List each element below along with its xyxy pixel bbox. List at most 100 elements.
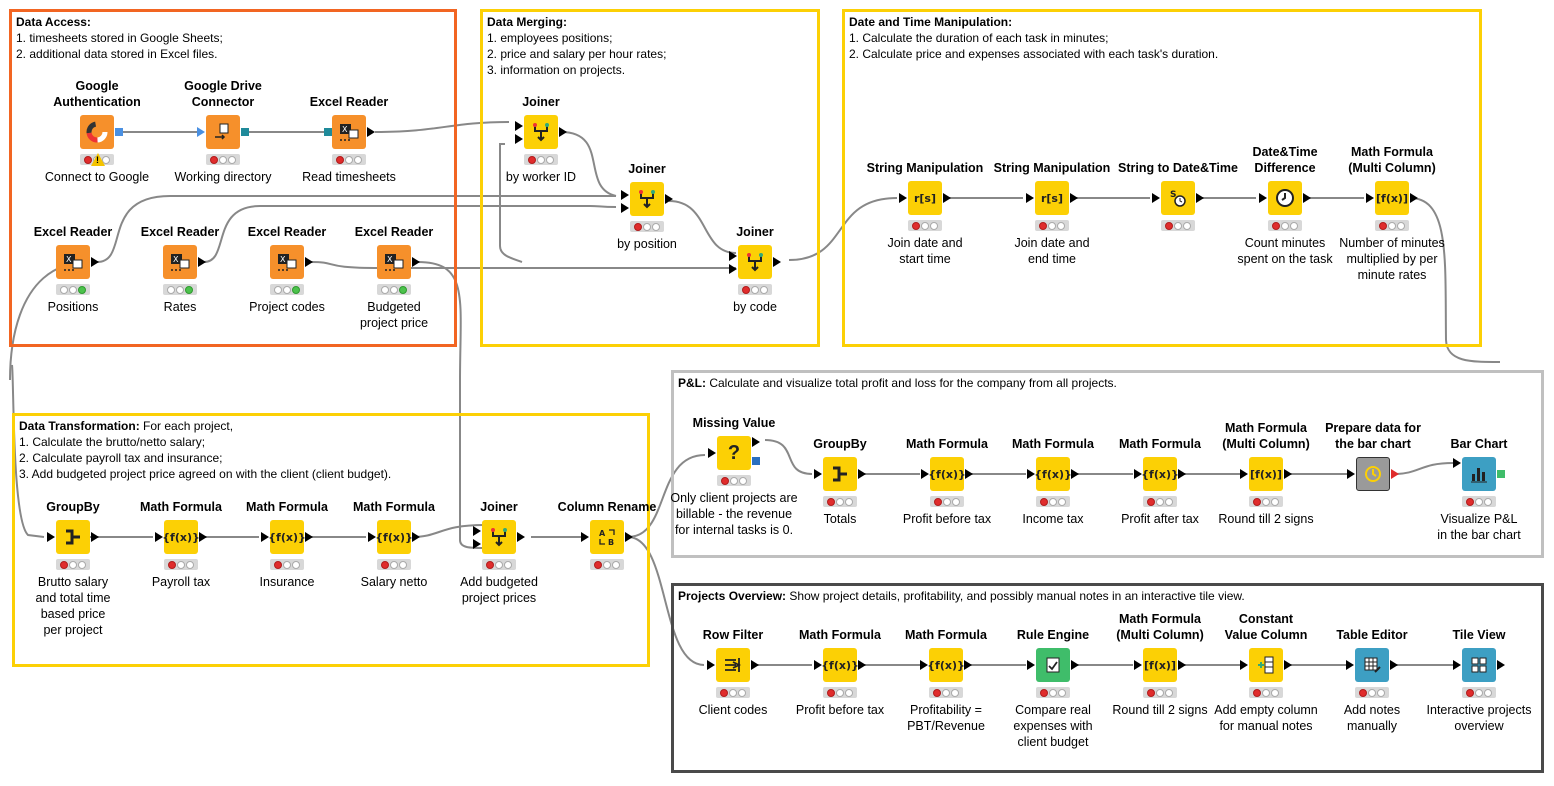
node-label: Profit after tax [1121,512,1199,526]
output-port[interactable] [517,532,525,542]
output-port[interactable] [964,660,972,670]
node-label: Add empty column for manual notes [1214,703,1318,733]
input-port[interactable] [920,660,928,670]
input-port[interactable] [47,532,55,542]
output-port[interactable] [773,257,781,267]
output-port[interactable] [751,660,759,670]
input-port[interactable] [707,660,715,670]
input-port[interactable] [1259,193,1267,203]
tile-view-icon [1462,648,1496,682]
output-port[interactable] [412,257,420,267]
node-title: Joiner [628,162,666,176]
output-port[interactable] [91,532,99,542]
output-port[interactable] [1284,469,1292,479]
output-port[interactable] [199,532,207,542]
output-port[interactable] [1391,469,1399,479]
input-port-right[interactable] [515,134,523,144]
math-formula-icon: {f(x)} [927,648,965,682]
input-port-left[interactable] [729,251,737,261]
output-port[interactable] [858,660,866,670]
output-port[interactable] [115,128,123,136]
input-port[interactable] [1134,469,1142,479]
output-port[interactable] [1070,193,1078,203]
output-port[interactable] [1497,660,1505,670]
output-port[interactable] [305,257,313,267]
missing-value-icon: ? [717,436,751,470]
input-port-left[interactable] [621,190,629,200]
input-port[interactable] [155,532,163,542]
input-port[interactable] [261,532,269,542]
input-port[interactable] [368,532,376,542]
status-traffic-light [206,154,240,165]
input-port[interactable] [1366,193,1374,203]
input-port[interactable] [1347,469,1355,479]
model-output-port[interactable] [752,457,760,465]
output-port[interactable] [1410,193,1418,203]
output-port[interactable] [1071,469,1079,479]
input-port-optional[interactable] [1453,478,1461,488]
node-title: GroupBy [46,500,100,514]
input-port[interactable] [814,660,822,670]
node-label: Join date and start time [887,236,963,266]
status-traffic-light [377,559,411,570]
node-title: Date&Time Difference [1252,145,1318,175]
input-port[interactable] [1027,660,1035,670]
input-port-right[interactable] [729,264,737,274]
input-port[interactable] [1026,193,1034,203]
output-port[interactable] [752,437,760,447]
math-formula-icon: {f(x)} [268,520,306,554]
node-title: Missing Value [692,416,776,430]
svg-text:X: X [173,255,179,264]
output-port[interactable] [1196,193,1204,203]
input-port-left[interactable] [473,526,481,536]
annotation-data-merging: Data Merging:1. employees positions; 2. … [480,9,820,347]
output-port[interactable] [91,257,99,267]
output-port[interactable] [412,532,420,542]
output-port[interactable] [665,194,673,204]
input-port[interactable] [814,469,822,479]
output-port[interactable] [367,127,375,137]
annotation-text: For each project, 1. Calculate the brutt… [19,419,392,481]
input-port[interactable] [1134,660,1142,670]
input-port[interactable] [1027,469,1035,479]
status-traffic-light [1143,687,1177,698]
input-port[interactable] [324,128,332,136]
input-port[interactable] [1346,660,1354,670]
node-title: Google Authentication [53,79,141,109]
annotation-text: Show project details, profitability, and… [786,589,1245,603]
output-port[interactable] [1178,660,1186,670]
output-port[interactable] [1284,660,1292,670]
input-port[interactable] [197,127,205,137]
input-port-right[interactable] [473,539,481,549]
input-port[interactable] [921,469,929,479]
input-port[interactable] [708,448,716,458]
output-port[interactable] [559,127,567,137]
input-port[interactable] [1240,660,1248,670]
output-port[interactable] [1303,193,1311,203]
output-port[interactable] [241,128,249,136]
input-port[interactable] [899,193,907,203]
output-port[interactable] [1071,660,1079,670]
output-port[interactable] [943,193,951,203]
math-formula-multi-icon: [f(x)] [1375,181,1409,215]
input-port[interactable] [1453,458,1461,468]
input-port[interactable] [1453,660,1461,670]
output-port[interactable] [198,257,206,267]
output-port[interactable] [1390,660,1398,670]
output-port[interactable] [305,532,313,542]
image-output-port[interactable] [1497,470,1505,478]
input-port-left[interactable] [515,121,523,131]
input-port[interactable] [1240,469,1248,479]
annotation-text: 1. employees positions; 2. price and sal… [487,31,667,77]
input-port[interactable] [581,532,589,542]
node-title: Constant Value Column [1224,612,1308,642]
output-port[interactable] [858,469,866,479]
math-formula-multi-icon: [f(x)] [1143,648,1177,682]
output-port[interactable] [1178,469,1186,479]
input-port-right[interactable] [621,203,629,213]
rule-engine-icon [1036,648,1070,682]
input-port[interactable] [1152,193,1160,203]
output-port[interactable] [625,532,633,542]
node-label: Profitability = PBT/Revenue [907,703,985,733]
output-port[interactable] [965,469,973,479]
